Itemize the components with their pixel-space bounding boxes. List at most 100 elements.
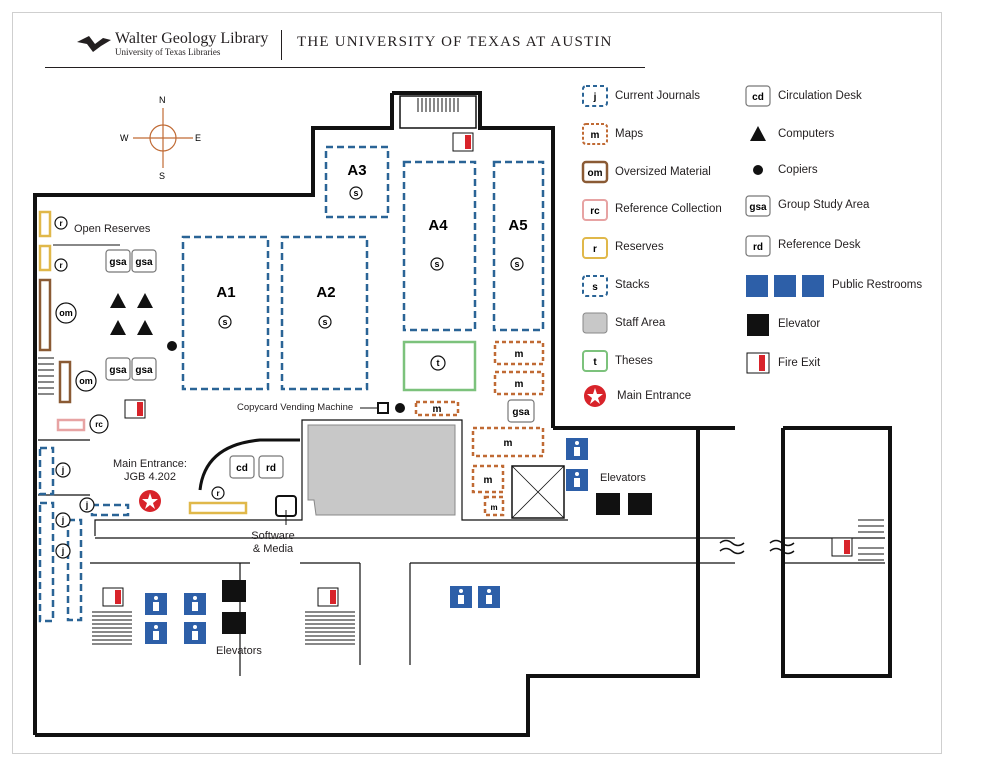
legend-code-t: t [593,357,597,368]
compass-s: S [159,171,165,181]
legend-oversized: Oversized Material [615,166,711,178]
legend-code-om: om [588,168,603,179]
theses-marker [430,355,446,371]
legend-group-study: Group Study Area [778,199,870,211]
oversized-markers [55,302,97,392]
legend-computers: Computers [778,128,835,140]
legend-circulation-desk: Circulation Desk [778,90,862,102]
stack-a2-label: A2 [316,284,335,301]
legend-reference-collection: Reference Collection [615,203,722,215]
restroom-icons [145,438,588,644]
legend-main-entrance: Main Entrance [617,390,692,402]
library-name: Walter Geology Library [115,30,269,47]
compass-icon [133,108,193,168]
building-walls [33,91,892,737]
journal-markers [55,462,95,559]
legend-reference-desk: Reference Desk [778,239,861,251]
desk-boxes [229,455,284,479]
stack-code-a4: s [434,259,439,269]
university-name: THE UNIVERSITY OF TEXAS AT AUSTIN [297,34,613,50]
journal-code-4: j [61,546,65,556]
main-entrance-icon [139,490,161,512]
theses-area [402,340,477,392]
legend-code-r: r [593,244,597,255]
reserve-code-3: r [216,489,219,498]
computers-icons [110,293,153,335]
stack-a3-label: A3 [347,162,366,179]
journal-code-3: j [61,515,65,525]
map-border [12,12,942,754]
corridor-break [719,539,795,555]
software-line2: & Media [252,543,294,555]
stacks-outlines [38,145,545,623]
open-reserves-label: Open Reserves [74,223,151,235]
legend-stacks: Stacks [615,279,650,291]
reserve-code-1: r [59,219,62,228]
legend-code-j: j [593,92,597,103]
legend-code-m: m [591,130,600,141]
legend-code-cd: cd [752,92,764,103]
stack-code-a2: s [322,317,327,327]
map-code-6: m [490,503,497,512]
gsa-code-3: gsa [109,365,127,376]
stairs-bottom [38,357,884,645]
reserve-code-2: r [59,261,62,270]
refcoll-code: rc [95,420,103,429]
stairs-top [399,95,477,129]
stack-code-a5: s [514,259,519,269]
stack-code-a3: s [353,188,358,198]
stack-code-a1: s [222,317,227,327]
map-code-4: m [504,438,513,449]
legend-code-s: s [592,282,598,293]
main-entrance-line1: Main Entrance: [113,458,187,470]
staff-area [307,424,456,516]
legend-current-journals: Current Journals [615,90,701,102]
software-media-label: Software & Media [236,530,310,556]
refcoll-shelf [56,418,86,432]
elevator-icons [222,493,652,634]
elevators-right-label: Elevators [600,472,646,484]
library-logo-icon [77,36,111,52]
reserves-shelves [38,210,248,515]
journal-code-2: j [85,500,89,510]
compass-e: E [195,133,201,143]
reserve-markers [54,216,225,500]
circulation-desk-code: cd [236,463,248,474]
gsa-boxes [105,249,535,423]
gsa-code-1: gsa [109,257,127,268]
map-code-5: m [484,475,493,486]
reference-desk-code: rd [266,463,276,474]
gsa-code-4: gsa [135,365,153,376]
legend-staff-area: Staff Area [615,317,666,329]
elevator-shaft [511,465,565,519]
elevators-bottom-label: Elevators [216,645,262,657]
curved-wall [198,438,300,491]
legend-code-rd: rd [753,242,763,253]
oversized-code-2: om [79,376,93,386]
fire-exit-icons [102,132,853,607]
journal-code-1: j [61,465,65,475]
legend-public-restrooms: Public Restrooms [832,279,923,291]
map-code-3: m [433,404,442,415]
maps-outlines [414,340,545,517]
stack-a4-label: A4 [428,217,448,234]
stack-markers [218,186,524,329]
copycard-machine [377,402,389,414]
legend-symbols [581,85,824,407]
header-rule [45,67,645,68]
compass-n: N [159,95,166,105]
gsa-code-5: gsa [512,407,530,418]
legend-maps: Maps [615,128,644,140]
map-code-1: m [515,349,524,360]
stack-a1-label: A1 [216,284,235,301]
legend-reserves: Reserves [615,241,664,253]
theses-code: t [437,358,440,368]
oversized-code-1: om [59,308,73,318]
stack-a5-label: A5 [508,217,527,234]
copiers-icons [167,341,405,413]
legend-code-gsa: gsa [749,202,767,213]
legend-theses: Theses [615,355,653,367]
main-entrance-label: Main Entrance: JGB 4.202 [100,458,200,484]
header: Walter Geology Library University of Tex… [45,28,645,68]
